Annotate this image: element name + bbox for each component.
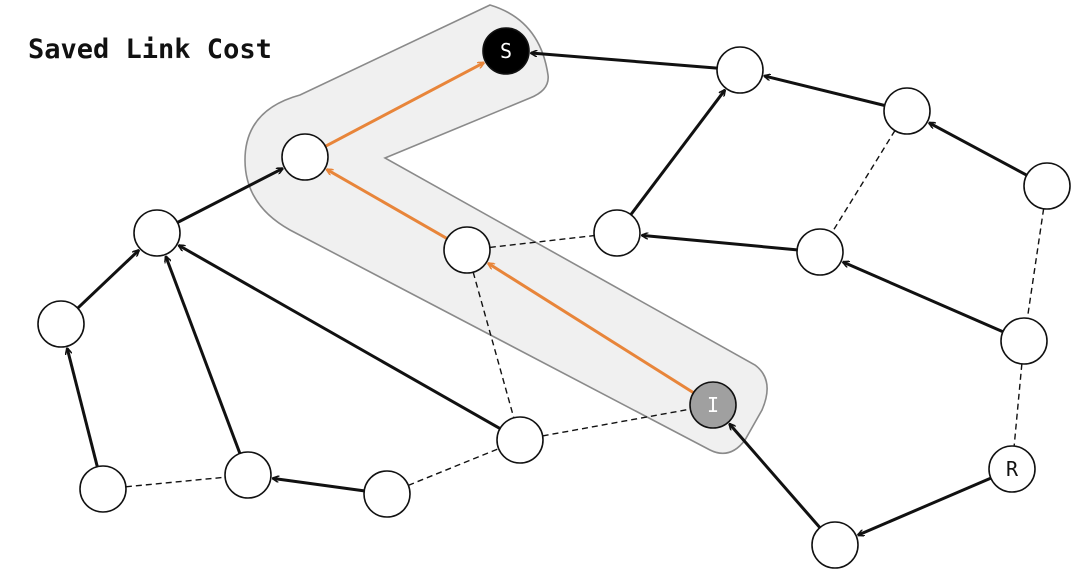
- edge-n13-n12: [764, 76, 886, 107]
- edge-n5-n9: [472, 271, 515, 419]
- node-circle-S: [482, 27, 530, 75]
- node-circle-n9: [496, 416, 544, 464]
- node-n7: [224, 451, 272, 499]
- edge-n5-n1: [327, 168, 448, 240]
- node-circle-n12: [716, 46, 764, 94]
- node-n12: [716, 46, 764, 94]
- node-circle-n14: [796, 228, 844, 276]
- edge-n14-n11: [642, 235, 798, 252]
- edge-n13-n14: [831, 130, 896, 233]
- node-circle-n2: [133, 209, 181, 257]
- edge-n9-I: [542, 408, 691, 437]
- node-n11: [593, 209, 641, 257]
- node-circle-n16: [1023, 162, 1071, 210]
- node-label-S: S: [500, 39, 512, 63]
- node-circle-n10: [363, 470, 411, 518]
- node-circle-n17: [1000, 317, 1048, 365]
- edge-n7-n2: [166, 256, 242, 454]
- edge-n11-n12: [629, 90, 725, 216]
- edges: [67, 53, 1045, 535]
- edge-n18-I: [729, 424, 822, 529]
- edge-n6-n7: [125, 476, 226, 488]
- node-label-R: R: [1006, 457, 1019, 481]
- edge-n12-S: [531, 53, 718, 70]
- edge-n10-n7: [273, 478, 365, 493]
- edge-I-n5: [488, 263, 695, 395]
- node-circle-n1: [281, 133, 329, 181]
- node-circle-R: [988, 445, 1036, 493]
- node-n9: [496, 416, 544, 464]
- node-circle-n18: [811, 521, 859, 569]
- node-n4: [37, 300, 85, 348]
- edge-n16-n17: [1026, 208, 1045, 319]
- edge-n17-n14: [843, 262, 1004, 334]
- node-circle-I: [689, 381, 737, 429]
- node-n16: [1023, 162, 1071, 210]
- node-I: I: [689, 381, 737, 429]
- node-n3: [79, 465, 127, 513]
- node-n13: [883, 87, 931, 135]
- node-S: S: [482, 27, 530, 75]
- edge-n5-n11: [489, 234, 595, 249]
- node-n10: [363, 470, 411, 518]
- edge-n1-S: [324, 61, 484, 148]
- edge-R-n18: [858, 476, 992, 535]
- node-circle-n4: [37, 300, 85, 348]
- edge-n9-n2: [179, 244, 501, 430]
- node-label-I: I: [707, 393, 719, 417]
- edge-n16-n13: [929, 121, 1028, 177]
- node-n17: [1000, 317, 1048, 365]
- node-circle-n13: [883, 87, 931, 135]
- node-circle-n11: [593, 209, 641, 257]
- node-circle-n7: [224, 451, 272, 499]
- edge-n10-n9: [408, 448, 499, 486]
- node-R: R: [988, 445, 1036, 493]
- diagram-title: Saved Link Cost: [28, 34, 272, 65]
- nodes: S I R: [37, 27, 1071, 569]
- node-n1: [281, 133, 329, 181]
- node-n14: [796, 228, 844, 276]
- node-n2: [133, 209, 181, 257]
- edge-n4-n2: [76, 250, 139, 310]
- node-circle-n5: [443, 226, 491, 274]
- edge-n2-n1: [176, 167, 282, 224]
- edge-n17-R: [1013, 363, 1023, 447]
- node-circle-n3: [79, 465, 127, 513]
- edge-n3-n4: [67, 348, 99, 468]
- node-n18: [811, 521, 859, 569]
- node-n5: [443, 226, 491, 274]
